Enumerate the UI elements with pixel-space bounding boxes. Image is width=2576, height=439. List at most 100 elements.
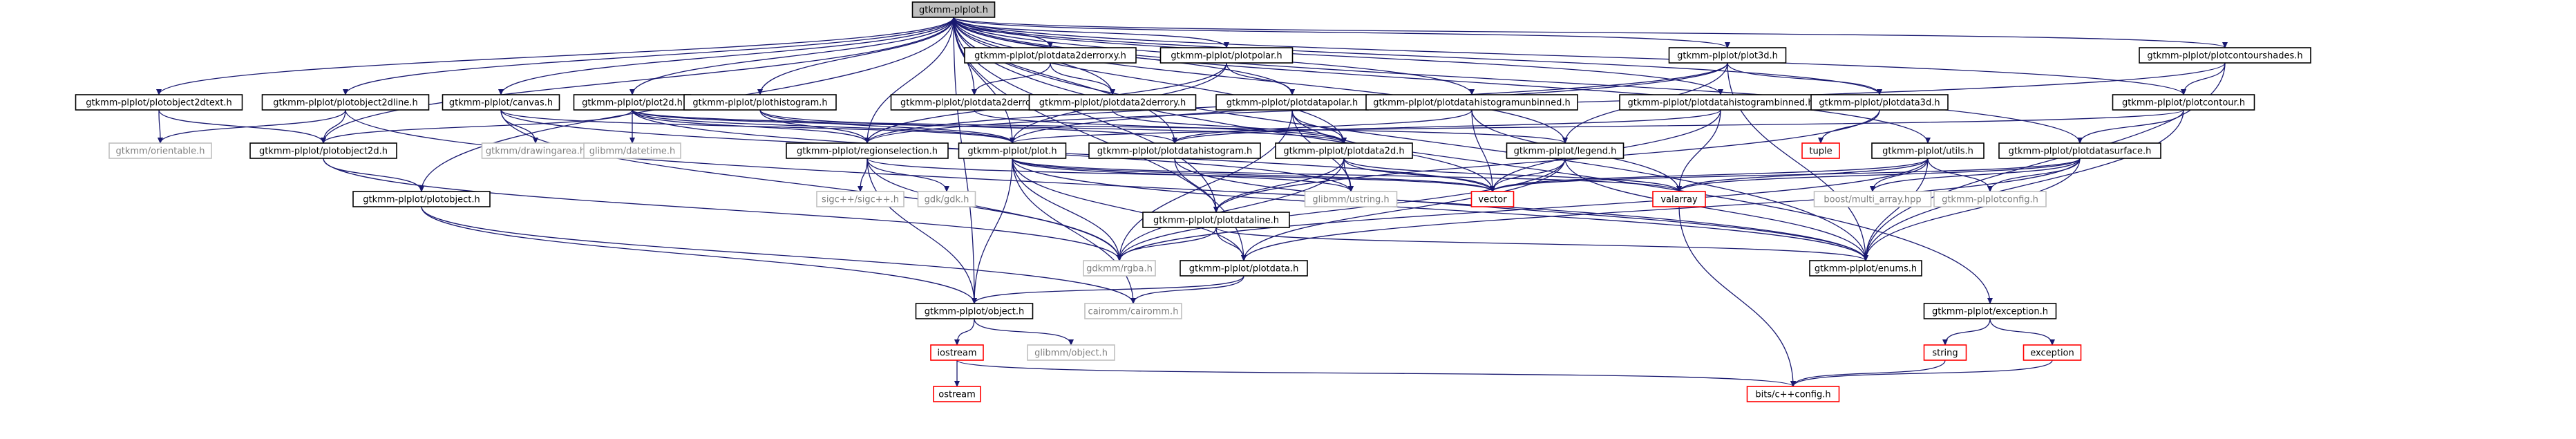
node-canvas[interactable]: gtkmm-plplot/canvas.h xyxy=(442,94,560,111)
edge-root-to-plot3d xyxy=(953,17,1730,48)
node-o2d[interactable]: gtkmm-plplot/plotobject2d.h xyxy=(249,142,397,159)
node-box-pdhistub xyxy=(1365,94,1578,111)
node-tuple: tuple xyxy=(1801,142,1840,159)
edge-pd2derrorx-to-pd2d xyxy=(974,109,1347,144)
edge-pd2d-to-valarray xyxy=(1343,158,1682,192)
node-box-legend xyxy=(1506,142,1625,159)
edge-pd2d-to-rgba xyxy=(1117,158,1345,261)
edge-root-to-utils xyxy=(953,17,1931,144)
node-pd3d[interactable]: gtkmm-plplot/plotdata3d.h xyxy=(1810,94,1949,111)
edge-object-to-glibobject xyxy=(974,318,1074,346)
edge-plot-to-cairomm xyxy=(1012,158,1136,304)
node-pdhist[interactable]: gtkmm-plplot/plotdatahistogram.h xyxy=(1088,142,1261,159)
node-pcshades[interactable]: gtkmm-plplot/plotcontourshades.h xyxy=(2139,47,2311,64)
node-box-exception xyxy=(1923,303,2057,319)
edge-plot-to-vector xyxy=(1012,158,1495,192)
node-box-orientable xyxy=(108,142,212,159)
node-legend[interactable]: gtkmm-plplot/legend.h xyxy=(1506,142,1625,159)
node-pdata[interactable]: gtkmm-plplot/plotdata.h xyxy=(1180,260,1308,277)
node-label-pcshades: gtkmm-plplot/plotcontourshades.h xyxy=(2147,51,2302,62)
edge-root-to-pcshades xyxy=(953,17,2228,48)
node-label-ustring: glibmm/ustring.h xyxy=(1312,195,1389,205)
node-pdhistub[interactable]: gtkmm-plplot/plotdatahistogramunbinned.h xyxy=(1365,94,1578,111)
node-label-pdata: gtkmm-plplot/plotdata.h xyxy=(1189,264,1299,274)
node-label-plot3d: gtkmm-plplot/plot3d.h xyxy=(1677,51,1778,62)
edge-pdsurface-to-boostma xyxy=(1870,158,2081,192)
node-pd2d[interactable]: gtkmm-plplot/plotdata2d.h xyxy=(1275,142,1413,159)
node-box-plot3d xyxy=(1668,47,1787,64)
node-label-boostma: boost/multi_array.hpp xyxy=(1824,195,1921,205)
edge-pdhistub-to-pdhist xyxy=(1172,109,1472,144)
node-box-object xyxy=(915,303,1034,319)
edge-legend-to-vector xyxy=(1490,158,1566,192)
edge-root-to-pd3d xyxy=(953,17,1882,95)
node-pcontour[interactable]: gtkmm-plplot/plotcontour.h xyxy=(2112,94,2255,111)
node-ppolar[interactable]: gtkmm-plplot/plotpolar.h xyxy=(1159,47,1294,64)
node-exceptionstd: exception xyxy=(2023,344,2082,361)
edge-pd2d-to-vector xyxy=(1343,158,1495,192)
node-pobject[interactable]: gtkmm-plplot/plotobject.h xyxy=(352,191,491,207)
node-box-pcshades xyxy=(2139,47,2311,64)
node-cairomm: cairomm/cairomm.h xyxy=(1084,303,1182,319)
node-enums[interactable]: gtkmm-plplot/enums.h xyxy=(1809,260,1922,277)
node-box-pcontour xyxy=(2112,94,2255,111)
node-pdline[interactable]: gtkmm-plplot/plotdataline.h xyxy=(1142,212,1290,228)
edge-root-to-o2dline xyxy=(343,17,954,95)
node-label-tuple: tuple xyxy=(1809,147,1832,157)
node-label-datetime: glibmm/datetime.h xyxy=(589,147,676,157)
edge-root-to-exception xyxy=(953,17,1993,304)
node-utils[interactable]: gtkmm-plplot/utils.h xyxy=(1871,142,1985,159)
node-box-enums xyxy=(1809,260,1922,277)
node-pd2derrorxy[interactable]: gtkmm-plplot/plotdata2derrorxy.h xyxy=(964,47,1137,64)
edge-pdata-to-cairomm xyxy=(1130,275,1244,304)
edge-pd2derrorxy-to-pd2derrory xyxy=(1050,62,1115,95)
node-box-rgba xyxy=(1083,260,1156,277)
node-boostma: boost/multi_array.hpp xyxy=(1813,191,1932,207)
node-plot[interactable]: gtkmm-plplot/plot.h xyxy=(958,142,1067,159)
node-label-exception: gtkmm-plplot/exception.h xyxy=(1932,307,2048,317)
edge-legend-to-rgba xyxy=(1117,158,1566,261)
node-o2dtext[interactable]: gtkmm-plplot/plotobject2dtext.h xyxy=(75,94,243,111)
node-label-gdkh: gdk/gdk.h xyxy=(925,195,969,205)
node-label-cxxconfig: bits/c++config.h xyxy=(1755,390,1830,400)
node-plot3d[interactable]: gtkmm-plplot/plot3d.h xyxy=(1668,47,1787,64)
edge-pcontour-to-plot xyxy=(1010,109,2184,144)
node-root[interactable]: gtkmm-plplot.h xyxy=(911,1,996,18)
node-o2dline[interactable]: gtkmm-plplot/plotobject2dline.h xyxy=(261,94,430,111)
node-label-ostream: ostream xyxy=(938,390,976,400)
node-pd2derrorx[interactable]: gtkmm-plplot/plotdata2derrorx.h xyxy=(890,94,1059,111)
edge-plot-to-rgba xyxy=(1012,158,1122,261)
node-drawingarea: gtkmm/drawingarea.h xyxy=(481,142,590,159)
node-box-pd2derrorxy xyxy=(964,47,1137,64)
edge-pcshades-to-pcontour xyxy=(2181,62,2226,95)
node-label-exceptionstd: exception xyxy=(2030,348,2074,359)
node-label-pdhistb: gtkmm-plplot/plotdatahistogrambinned.h xyxy=(1627,98,1813,109)
node-pd2derrory[interactable]: gtkmm-plplot/plotdata2derrory.h xyxy=(1028,94,1197,111)
node-pdhistb[interactable]: gtkmm-plplot/plotdatahistogrambinned.h xyxy=(1619,94,1822,111)
node-label-cairomm: cairomm/cairomm.h xyxy=(1088,307,1179,317)
edge-pdsurface-to-vector xyxy=(1490,158,2081,192)
edge-utils-to-vector xyxy=(1490,158,1929,192)
node-pdsurface[interactable]: gtkmm-plplot/plotdatasurface.h xyxy=(1998,142,2161,159)
node-box-iostream xyxy=(930,344,984,361)
node-regsel[interactable]: gtkmm-plplot/regionselection.h xyxy=(786,142,949,159)
edge-pd3d-to-pdline xyxy=(1213,109,1880,213)
node-box-o2dtext xyxy=(75,94,243,111)
node-phist[interactable]: gtkmm-plplot/plothistogram.h xyxy=(683,94,837,111)
node-vector: vector xyxy=(1470,191,1515,207)
node-box-utils xyxy=(1871,142,1985,159)
node-pdpolar[interactable]: gtkmm-plplot/plotdatapolar.h xyxy=(1215,94,1369,111)
node-plot2d[interactable]: gtkmm-plplot/plot2d.h xyxy=(573,94,692,111)
node-object[interactable]: gtkmm-plplot/object.h xyxy=(915,303,1034,319)
node-valarray: valarray xyxy=(1652,191,1706,207)
node-box-gdkh xyxy=(917,191,976,207)
node-box-pdline xyxy=(1142,212,1290,228)
node-label-ppolar: gtkmm-plplot/plotpolar.h xyxy=(1171,51,1282,62)
node-sigcpp: sigc++/sigc++.h xyxy=(816,191,905,207)
edge-pd3d-to-tuple xyxy=(1818,109,1880,144)
node-exception[interactable]: gtkmm-plplot/exception.h xyxy=(1923,303,2057,319)
edge-pdsurface-to-enums xyxy=(1863,158,2081,261)
node-box-o2dline xyxy=(261,94,430,111)
edge-pcshades-to-enums xyxy=(1863,62,2226,261)
edge-pobject-to-cairomm xyxy=(421,206,1136,304)
